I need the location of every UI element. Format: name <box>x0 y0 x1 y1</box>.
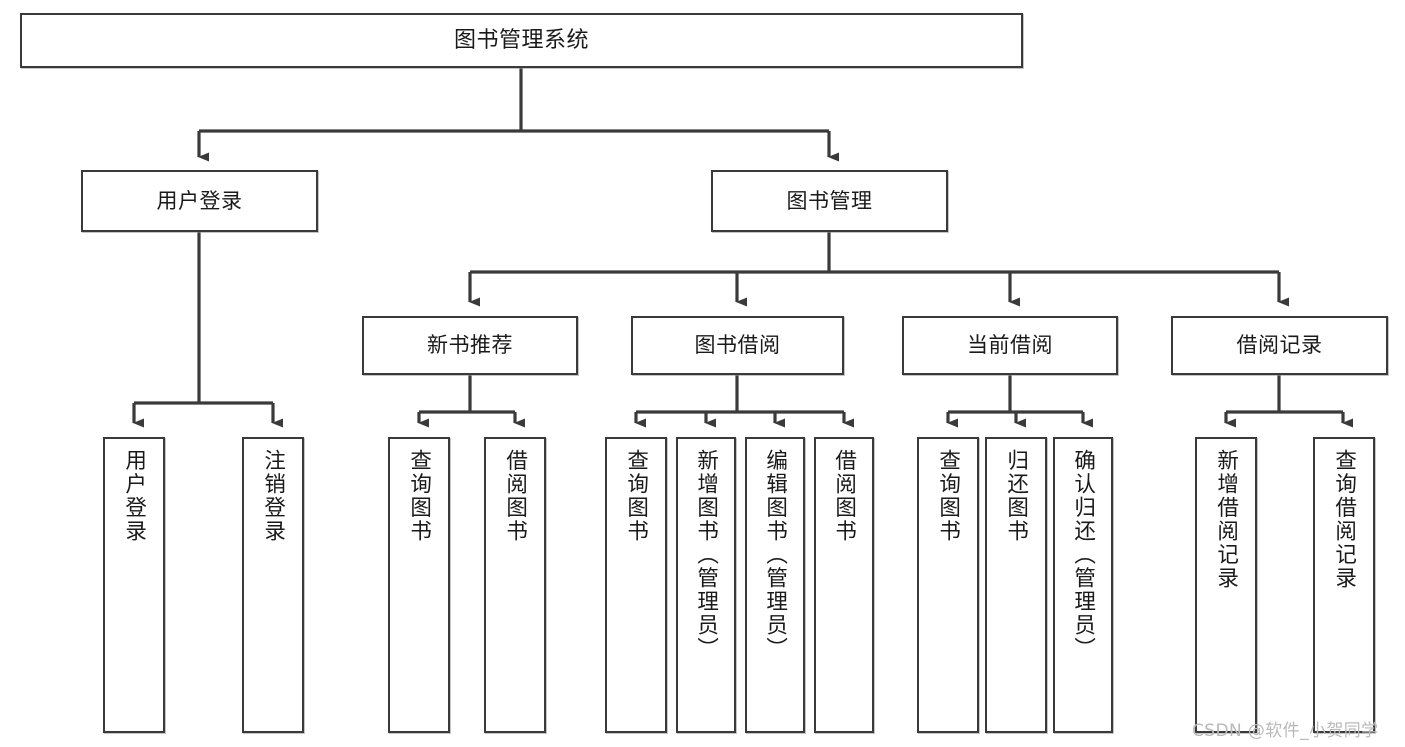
leaf-query-book-current[interactable]: 查询图书 <box>917 437 979 733</box>
leaf-user-login-label: 用户登录 <box>121 449 147 543</box>
leaf-return-book[interactable]: 归还图书 <box>985 437 1047 733</box>
node-book-borrow[interactable]: 图书借阅 <box>631 316 844 375</box>
leaf-query-borrow-record[interactable]: 查询借阅记录 <box>1313 437 1375 733</box>
leaf-query-book-recommend[interactable]: 查询图书 <box>388 437 450 733</box>
leaf-add-borrow-record-label: 新增借阅记录 <box>1213 449 1239 590</box>
leaf-confirm-return-label: 确认归还（管理员） <box>1070 449 1096 661</box>
node-root[interactable]: 图书管理系统 <box>20 13 1023 68</box>
node-borrow-record-label: 借阅记录 <box>1236 333 1323 358</box>
leaf-borrow-book-recommend-label: 借阅图书 <box>502 449 528 543</box>
leaf-query-book-borrow[interactable]: 查询图书 <box>605 437 667 733</box>
watermark: CSDN @软件_小贺同学 <box>1192 721 1379 741</box>
node-book-borrow-label: 图书借阅 <box>694 333 781 358</box>
node-new-book-recommend[interactable]: 新书推荐 <box>362 316 578 375</box>
leaf-query-borrow-record-label: 查询借阅记录 <box>1331 449 1357 590</box>
leaf-confirm-return[interactable]: 确认归还（管理员） <box>1053 437 1113 733</box>
node-borrow-record[interactable]: 借阅记录 <box>1171 316 1388 375</box>
leaf-logout-label: 注销登录 <box>260 449 286 543</box>
leaf-borrow-book-label: 借阅图书 <box>831 449 857 543</box>
leaf-add-book-label: 新增图书（管理员） <box>693 449 719 661</box>
node-book-manage-label: 图书管理 <box>786 188 873 213</box>
leaf-edit-book[interactable]: 编辑图书（管理员） <box>745 437 805 733</box>
node-current-borrow-label: 当前借阅 <box>967 333 1053 358</box>
node-root-label: 图书管理系统 <box>453 27 589 53</box>
node-user-login[interactable]: 用户登录 <box>81 170 318 232</box>
leaf-logout[interactable]: 注销登录 <box>242 437 304 733</box>
node-new-book-recommend-label: 新书推荐 <box>427 333 513 358</box>
leaf-add-borrow-record[interactable]: 新增借阅记录 <box>1195 437 1257 733</box>
leaf-edit-book-label: 编辑图书（管理员） <box>762 449 788 661</box>
node-user-login-label: 用户登录 <box>156 188 243 213</box>
leaf-borrow-book-recommend[interactable]: 借阅图书 <box>484 437 546 733</box>
leaf-query-book-recommend-label: 查询图书 <box>406 449 432 543</box>
node-book-manage[interactable]: 图书管理 <box>711 170 948 232</box>
leaf-return-book-label: 归还图书 <box>1003 449 1029 543</box>
leaf-user-login[interactable]: 用户登录 <box>103 437 165 733</box>
node-current-borrow[interactable]: 当前借阅 <box>902 316 1118 375</box>
leaf-add-book[interactable]: 新增图书（管理员） <box>676 437 736 733</box>
leaf-borrow-book[interactable]: 借阅图书 <box>814 437 874 733</box>
leaf-query-book-borrow-label: 查询图书 <box>623 449 649 543</box>
leaf-query-book-current-label: 查询图书 <box>935 449 961 543</box>
